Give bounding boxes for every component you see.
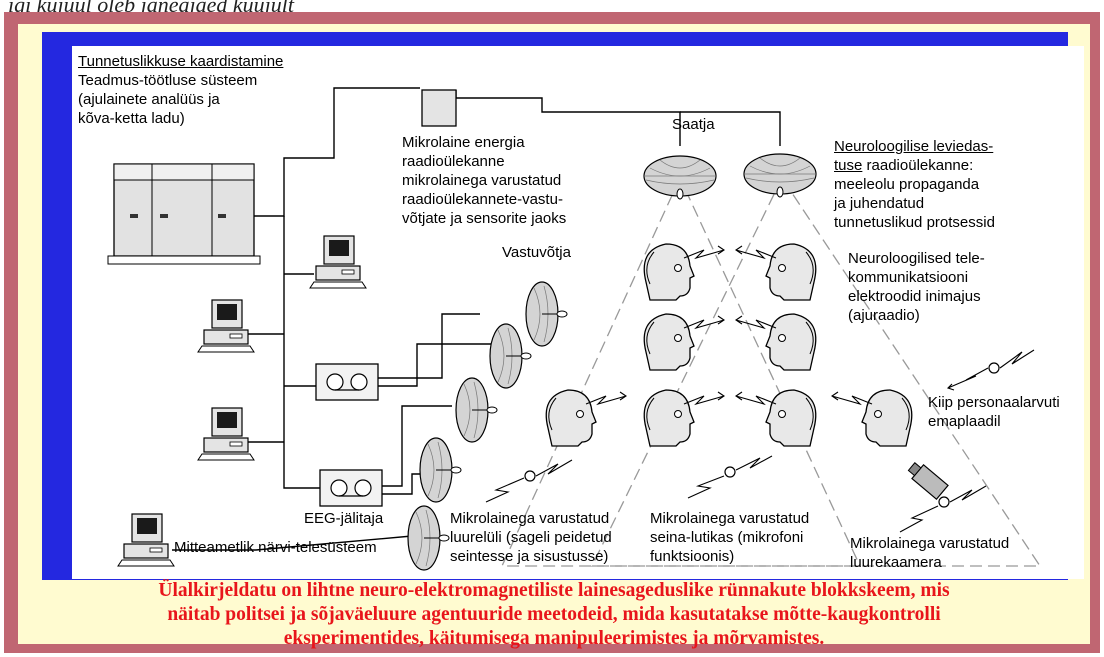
caption-line-1: Ülalkirjeldatu on lihtne neuro-elektroma… [158,580,950,601]
cream-background: Tunnetuslikkuse kaardistamine Teadmus-tö… [18,24,1090,649]
neuro-telecom-line-1: Neuroloogilised tele- [848,250,985,267]
diagram-title: Tunnetuslikkuse kaardistamine [78,53,284,70]
neuro-broadcast-title-2: tuse [834,157,863,174]
microwave-energy-line-3: mikrolainega varustatud [402,172,562,189]
microwave-energy-line-4: raadioülekannete-vastu- [402,191,563,208]
neuro-telecom-line-3: elektroodid inimajus [848,288,981,305]
eeg-label: EEG-jälitaja [304,510,384,527]
chip-line-2: emaplaadil [928,413,1001,430]
transmitter-label: Saatja [672,116,715,133]
neuro-broadcast-rest: raadioülekanne: [862,157,974,174]
block-diagram [107,87,1042,571]
caption: Ülalkirjeldatu on lihtne neuro-elektroma… [18,579,1090,651]
neuro-broadcast-line-2: tuse raadioülekanne: [834,156,973,175]
wall-bug-line-3: funktsioonis) [650,548,735,565]
spy-bug-line-1: Mikrolainega varustatud [450,510,610,527]
knowledge-system-line-2: (ajulainete analüüs ja [78,91,220,108]
outer-frame: Tunnetuslikkuse kaardistamine Teadmus-tö… [4,12,1100,653]
spy-camera-line-2: luurekaamera [850,554,942,571]
neuro-broadcast-line-1: Neuroloogilise leviedas- [834,137,993,156]
microwave-energy-line-2: raadioülekanne [402,153,505,170]
caption-line-2: näitab politsei ja sõjaväeluure agentuur… [167,604,941,625]
microwave-energy-line-1: Mikrolaine energia [402,134,525,151]
receiver-label: Vastuvõtja [502,244,571,261]
knowledge-system-line-1: Teadmus-töötluse süsteem [78,72,258,89]
neuro-broadcast-line-4: ja juhendatud [834,195,925,212]
neuro-broadcast-title-1: Neuroloogilise leviedas- [834,138,994,155]
spy-camera-line-1: Mikrolainega varustatud [850,535,1010,552]
spy-bug-line-3: seintesse ja sisustusse) [450,548,609,565]
knowledge-system-line-3: kõva-ketta ladu) [78,110,185,127]
diagram-panel: Tunnetuslikkuse kaardistamine Teadmus-tö… [72,46,1084,579]
neuro-broadcast-line-5: tunnetuslikud protsessid [834,214,995,231]
neuro-broadcast-line-3: meeleolu propaganda [834,176,980,193]
caption-line-3: eksperimentides, käitumisega manipuleeri… [283,628,825,649]
wall-bug-line-1: Mikrolainega varustatud [650,510,810,527]
spy-bug-line-2: luurelüli (sageli peidetud [450,529,612,546]
neuro-telecom-line-4: (ajuraadio) [848,307,920,324]
diagram-border: Tunnetuslikkuse kaardistamine Teadmus-tö… [42,32,1084,580]
chip-line-1: Kiip personaalarvuti [928,394,1060,411]
neuro-telecom-line-2: kommunikatsiooni [848,269,969,286]
wall-bug-line-2: seina-lutikas (mikrofoni [650,529,804,546]
microwave-energy-line-5: võtjate ja sensorite jaoks [402,210,567,227]
nerve-system-label: Mitteametlik närvi-telesüsteem [174,539,377,556]
